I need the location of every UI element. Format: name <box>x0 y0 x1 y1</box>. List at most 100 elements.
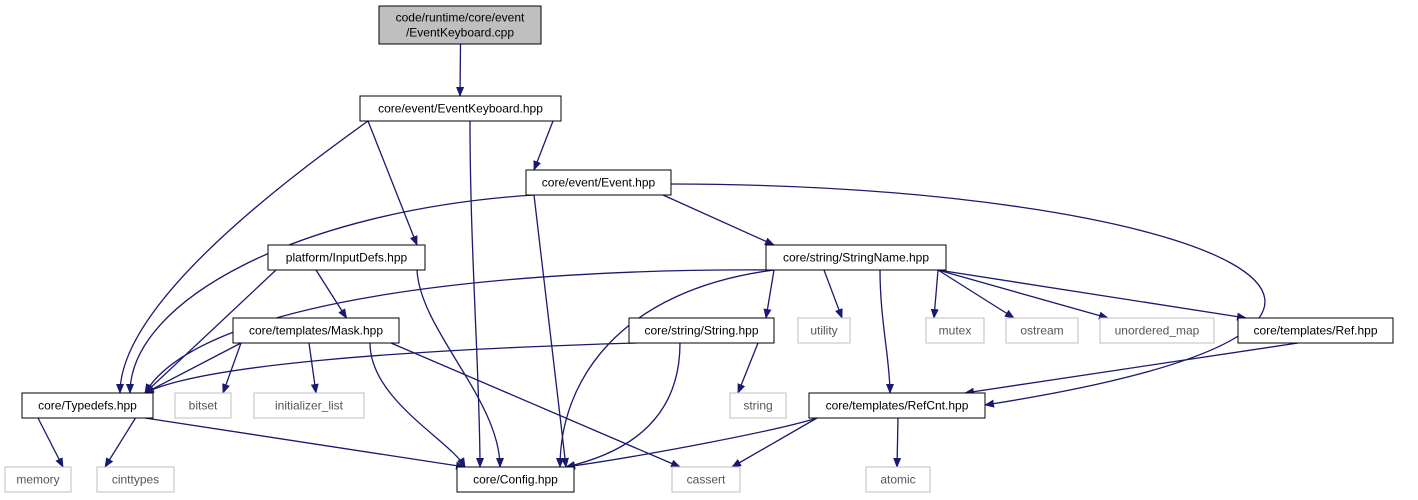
edge-eventkeyboard-to-inputdefs <box>367 120 418 246</box>
edge-arrow <box>937 269 1247 321</box>
edge-root-to-eventkeyboard <box>456 43 465 97</box>
node-box <box>232 317 400 344</box>
node-box <box>671 466 741 493</box>
edge-typedefs-to-config <box>144 417 466 470</box>
node-label: core/templates/Mask.hpp <box>249 324 383 338</box>
node-box <box>456 466 575 493</box>
edge-stringname-to-config <box>556 269 775 468</box>
node-box <box>925 317 985 344</box>
edge-string-to-config <box>565 342 681 469</box>
edge-arrow <box>823 269 843 319</box>
edge-arrow <box>737 342 759 394</box>
external-header-node-utility: utility <box>797 317 851 344</box>
node-label: cinttypes <box>112 473 159 487</box>
edge-arrow <box>369 342 466 468</box>
edge-stringname-to-string <box>763 269 775 319</box>
edge-arrow <box>315 269 348 319</box>
file-node-config[interactable]: core/Config.hpp <box>456 466 575 493</box>
edge-arrow <box>144 269 277 394</box>
node-label: unordered_map <box>1115 324 1200 338</box>
edge-mask-to-initializer_list <box>308 342 319 394</box>
edge-arrow <box>367 120 418 246</box>
edge-mask-to-cassert <box>390 342 681 468</box>
edge-stringname-to-ostream <box>937 269 1015 319</box>
edge-string-to-string_std <box>737 342 759 394</box>
edge-event-to-typedefs <box>126 194 535 394</box>
edge-typedefs-to-cinttypes <box>104 417 137 468</box>
edge-arrow <box>533 120 554 171</box>
edge-stringname-to-mutex <box>930 269 939 319</box>
node-box <box>808 392 986 419</box>
external-header-node-cinttypes: cinttypes <box>96 466 175 493</box>
node-label: mutex <box>939 324 972 338</box>
edge-arrow <box>144 269 775 394</box>
node-box <box>253 392 365 419</box>
edge-arrow <box>670 183 1266 408</box>
file-node-inputdefs[interactable]: platform/InputDefs.hpp <box>267 244 426 271</box>
node-box <box>96 466 175 493</box>
edge-stringname-to-utility <box>823 269 843 319</box>
node-label: core/templates/RefCnt.hpp <box>826 399 969 413</box>
edge-event-to-stringname <box>662 194 775 246</box>
file-node-mask[interactable]: core/templates/Mask.hpp <box>232 317 400 344</box>
node-label: code/runtime/core/event <box>396 11 525 25</box>
edge-arrow <box>144 417 466 470</box>
node-label: core/event/Event.hpp <box>542 176 656 190</box>
edge-refcnt-to-cassert <box>731 417 818 468</box>
node-box <box>21 392 154 419</box>
edge-arrow <box>416 269 504 468</box>
edge-string-to-typedefs <box>144 342 638 394</box>
node-label: bitset <box>189 399 218 413</box>
edge-stringname-to-ref <box>937 269 1247 321</box>
file-node-root[interactable]: code/runtime/core/event/EventKeyboard.cp… <box>378 5 542 45</box>
external-header-node-cassert: cassert <box>671 466 741 493</box>
node-label: core/event/EventKeyboard.hpp <box>378 102 543 116</box>
node-box <box>865 466 931 493</box>
node-label: cassert <box>687 473 726 487</box>
edge-event-to-config <box>533 194 569 468</box>
node-box <box>1005 317 1079 344</box>
external-header-node-ostream: ostream <box>1005 317 1079 344</box>
file-node-stringname[interactable]: core/string/StringName.hpp <box>765 244 947 271</box>
edge-arrow <box>104 417 137 468</box>
edges-layer <box>37 43 1299 470</box>
node-label: core/string/String.hpp <box>644 324 758 338</box>
external-header-node-initializer-list: initializer_list <box>253 392 365 419</box>
edge-arrow <box>937 269 1109 320</box>
external-header-node-atomic: atomic <box>865 466 931 493</box>
file-node-eventkeyboard[interactable]: core/event/EventKeyboard.hpp <box>359 95 562 122</box>
edge-arrow <box>144 342 242 394</box>
node-box <box>1237 317 1394 344</box>
file-node-ref[interactable]: core/templates/Ref.hpp <box>1237 317 1394 344</box>
edge-eventkeyboard-to-event <box>533 120 554 171</box>
edge-ref-to-refcnt <box>964 342 1299 396</box>
external-header-node-unordered-map: unordered_map <box>1099 317 1215 344</box>
edge-arrow <box>533 194 569 468</box>
file-node-string[interactable]: core/string/String.hpp <box>628 317 775 344</box>
edge-arrow <box>456 43 465 97</box>
edge-arrow <box>964 342 1299 396</box>
edge-eventkeyboard-to-typedefs <box>116 120 369 394</box>
edge-arrow <box>565 417 818 470</box>
edge-eventkeyboard-to-config <box>469 120 484 468</box>
node-label: ostream <box>1020 324 1063 338</box>
node-label: core/string/StringName.hpp <box>783 251 929 265</box>
node-label: utility <box>810 324 837 338</box>
node-label: string <box>743 399 772 413</box>
edge-arrow <box>390 342 681 468</box>
edge-arrow <box>893 417 902 468</box>
file-node-typedefs[interactable]: core/Typedefs.hpp <box>21 392 154 419</box>
edge-arrow <box>930 269 939 319</box>
edge-arrow <box>37 417 64 468</box>
file-node-event[interactable]: core/event/Event.hpp <box>525 169 672 196</box>
edge-refcnt-to-atomic <box>893 417 902 468</box>
edge-arrow <box>879 269 894 394</box>
edge-typedefs-to-memory <box>37 417 64 468</box>
edge-arrow <box>469 120 484 468</box>
edge-arrow <box>126 194 535 394</box>
file-node-refcnt[interactable]: core/templates/RefCnt.hpp <box>808 392 986 419</box>
edge-inputdefs-to-mask <box>315 269 348 319</box>
edge-inputdefs-to-typedefs <box>144 269 277 394</box>
node-box <box>797 317 851 344</box>
